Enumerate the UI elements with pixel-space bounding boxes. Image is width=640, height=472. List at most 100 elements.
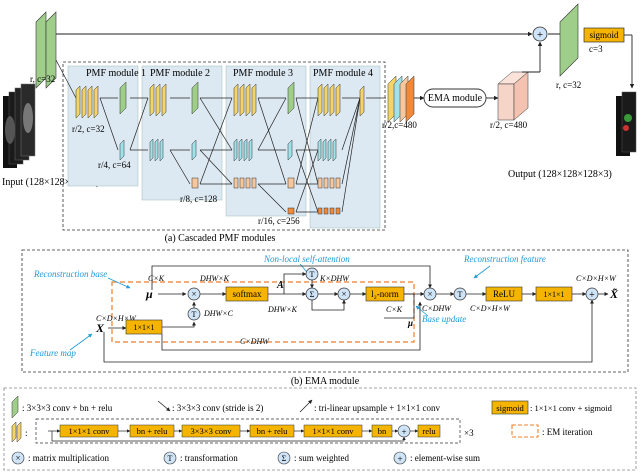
cxdxhxw-label-2: C×D×H×W	[470, 304, 511, 313]
conv111-label-b: 1×1×1	[543, 290, 564, 299]
svg-text:1×1×1 conv: 1×1×1 conv	[313, 426, 355, 436]
matmul-op-1: ×	[187, 287, 201, 301]
recon-feature-label: Reconstruction feature	[463, 254, 546, 264]
svg-text:Σ: Σ	[282, 454, 287, 463]
legend-mm-text: : matrix multiplication	[28, 453, 109, 463]
pmf1-label: PMF module 1	[86, 68, 146, 79]
legend-em-text: : EM iteration	[542, 427, 593, 437]
mu-label-2: μ	[407, 318, 413, 328]
legend-conv-icon	[11, 395, 19, 419]
legend: : 3×3×3 conv + bn + relu : 3×3×3 conv (s…	[3, 387, 637, 471]
pmf3-label: PMF module 3	[233, 68, 293, 79]
pmf-connections	[55, 59, 386, 213]
svg-text:+: +	[397, 454, 402, 464]
legend-t-icon: T	[163, 451, 177, 465]
legend-sigmoid-desc: : 1×1×1 conv + sigmoid	[530, 403, 613, 413]
legend-sigmoid-label: sigmoid	[496, 403, 524, 413]
l2norm-label: l₂-norm	[371, 289, 399, 299]
r2-c32-label: r/2, c=32	[72, 124, 105, 134]
legend-conv-text: : 3×3×3 conv + bn + relu	[22, 403, 113, 413]
nonlocal-label: Non-local self-attention	[263, 254, 350, 264]
svg-text:3×3×3 conv: 3×3×3 conv	[191, 426, 233, 436]
svg-text:+: +	[589, 290, 595, 301]
c3-label: c=3	[589, 44, 603, 54]
legend-sum-icon: Σ	[277, 451, 291, 465]
relu-label: ReLU	[493, 289, 515, 299]
sigmoid-label: sigmoid	[589, 30, 619, 40]
pmf-container	[62, 61, 386, 231]
svg-text:bn + relu: bn + relu	[257, 426, 289, 436]
mu-label: μ	[145, 287, 153, 301]
panel-a: Input (128×128×128×4) r, c=32 + r, c=32 …	[2, 3, 637, 244]
legend-pmf-icon-a	[11, 421, 17, 443]
pmf4-label: PMF module 4	[313, 68, 373, 79]
concat-stack	[387, 75, 415, 123]
transform-op-1: T	[187, 307, 201, 321]
svg-text:T: T	[168, 454, 173, 463]
A-label: A	[276, 280, 284, 291]
output-green-block	[559, 3, 579, 77]
base-update-label: Base update	[422, 314, 466, 324]
svg-text:×: ×	[191, 289, 196, 299]
input-label: Input (128×128×128×4)	[2, 177, 99, 188]
pmf1-blocks	[75, 81, 127, 161]
svg-text:T: T	[458, 290, 463, 299]
svg-text:×: ×	[341, 289, 346, 299]
svg-text:relu: relu	[422, 426, 436, 436]
encoder-green-blocks	[35, 11, 57, 89]
legend-chain: 1×1×1 conv bn + relu 3×3×3 conv bn + rel…	[48, 424, 441, 442]
transform-op-3: T	[453, 287, 467, 301]
pmf2-label: PMF module 2	[150, 68, 210, 79]
transform-op-2: T	[305, 267, 319, 281]
svg-text:+: +	[401, 427, 406, 437]
sum-weighted-op: Σ	[305, 287, 319, 301]
legend-upsample-arrow	[299, 399, 313, 413]
legend-em-box	[511, 424, 539, 438]
caption-a: (a) Cascaded PMF modules	[165, 233, 276, 244]
ck2-label: C×K	[386, 305, 403, 314]
output-volume	[616, 91, 637, 156]
ck-label: C×K	[148, 274, 165, 283]
legend-times3: ×3	[464, 428, 474, 438]
cdhw-label: C×DHW	[422, 304, 452, 313]
svg-text:+: +	[537, 29, 543, 41]
Xtilde-label: X̃	[609, 287, 619, 301]
svg-text:1×1×1 conv: 1×1×1 conv	[69, 426, 111, 436]
svg-text::: :	[25, 428, 28, 438]
input-volume	[3, 83, 36, 168]
svg-text:×: ×	[15, 453, 20, 463]
ema-output-block	[497, 71, 529, 121]
r-c32-right: r, c=32	[556, 80, 581, 90]
legend-t-text: : transformation	[180, 453, 238, 463]
cdhw-label-3: C×DHW	[240, 337, 270, 346]
kdhw-label: K×DHW	[319, 274, 350, 283]
pmf3-blocks	[233, 81, 295, 215]
legend-sigmoid-box	[491, 400, 529, 415]
legend-stride-arrow	[157, 400, 171, 412]
legend-stride-text: : 3×3×3 conv (stride is 2)	[172, 403, 263, 413]
output-label: Output (128×128×128×3)	[508, 169, 612, 180]
recon-base-label: Reconstruction base	[33, 269, 107, 279]
r8-c128-label: r/8, c=128	[180, 194, 218, 204]
pmf2-blocks	[149, 81, 199, 189]
legend-upsample-text: : tri-linear upsample + 1×1×1 conv	[314, 403, 440, 413]
legend-plus-text: : element-wise sum	[410, 453, 480, 463]
feature-map-label: Feature map	[29, 348, 76, 358]
legend-chain-box	[35, 418, 461, 444]
cxdxhxw-label-1: C×D×H×W	[96, 314, 137, 323]
legend-plus-icon: +	[393, 451, 407, 465]
r-c32-left: r, c=32	[30, 74, 55, 84]
svg-text:T: T	[192, 310, 197, 319]
r4-c64-label: r/4, c=64	[98, 160, 131, 170]
r2-c480-label-b: r/2, c=480	[490, 120, 528, 130]
svg-text:×: ×	[427, 289, 432, 299]
matmul-op-2: ×	[337, 287, 351, 301]
softmax-label: softmax	[233, 289, 262, 299]
X-label: X	[95, 321, 105, 335]
svg-text:bn: bn	[378, 426, 387, 436]
ema-module-label: EMA module	[428, 93, 483, 104]
r16-c256-label: r/16, c=256	[258, 216, 300, 226]
r2-c480-label-a: r/2,c=480	[382, 120, 417, 130]
dhwk2-label: DHW×K	[267, 305, 298, 314]
